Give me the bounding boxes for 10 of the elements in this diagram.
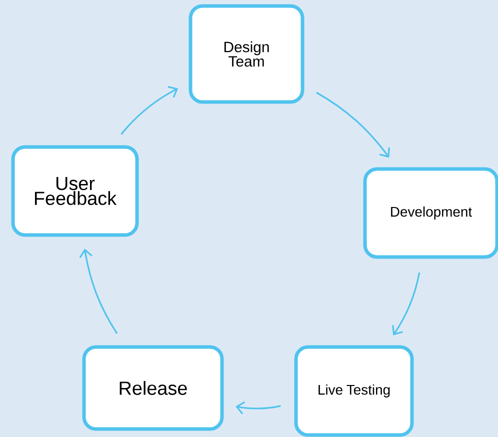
- arrow: [316, 92, 390, 158]
- process-box: Live Testing: [294, 345, 414, 437]
- process-box: Release: [82, 345, 224, 431]
- arrow: [79, 248, 118, 334]
- arrow: [236, 401, 281, 414]
- process-box: Development: [363, 167, 498, 259]
- arrow: [120, 86, 178, 135]
- process-box: Design Team: [188, 4, 304, 104]
- arrow: [392, 272, 420, 336]
- process-box: User Feedback: [11, 145, 139, 237]
